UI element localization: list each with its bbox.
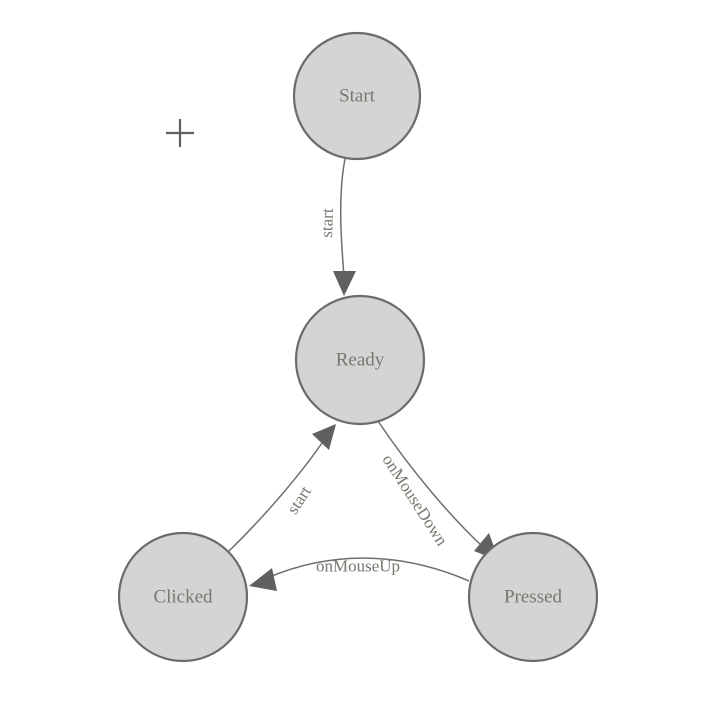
node-clicked[interactable]: Clicked xyxy=(117,531,249,663)
node-ready[interactable]: Ready xyxy=(294,294,426,426)
node-shape[interactable] xyxy=(294,294,426,426)
edge-label-ready-to-pressed-group: onMouseDown xyxy=(378,451,451,550)
edge-label: start xyxy=(317,208,337,238)
arrowhead-icon xyxy=(249,568,277,591)
node-shape[interactable] xyxy=(467,531,599,663)
edge-line xyxy=(266,557,470,582)
edge-line xyxy=(227,439,325,553)
edge-line xyxy=(339,158,346,277)
node-label: Clicked xyxy=(153,587,213,608)
edge-label: onMouseUp xyxy=(316,557,400,576)
edge-line xyxy=(377,420,485,549)
edge-label: onMouseDown xyxy=(378,451,451,550)
edge-clicked-to-ready[interactable]: start xyxy=(227,424,336,553)
node-label: Pressed xyxy=(504,587,563,608)
node-shape[interactable] xyxy=(117,531,249,663)
nodes-layer: Start Ready Clicked Pressed xyxy=(117,31,599,663)
edge-ready-to-pressed[interactable]: onMouseDown xyxy=(377,420,499,561)
crosshair-icon xyxy=(166,119,194,147)
node-label: Ready xyxy=(336,350,385,371)
edge-label-pressed-to-clicked-group: onMouseUp xyxy=(316,557,400,576)
edge-pressed-to-clicked[interactable]: onMouseUp xyxy=(249,557,470,592)
node-pressed[interactable]: Pressed xyxy=(467,531,599,663)
node-shape[interactable] xyxy=(292,31,422,161)
arrowhead-icon xyxy=(333,271,356,296)
edge-start-to-ready[interactable]: start xyxy=(317,158,356,296)
edge-label-start-to-ready-group: start xyxy=(317,208,337,238)
node-start[interactable]: Start xyxy=(292,31,422,161)
arrowhead-icon xyxy=(312,424,336,450)
node-label: Start xyxy=(339,86,376,107)
